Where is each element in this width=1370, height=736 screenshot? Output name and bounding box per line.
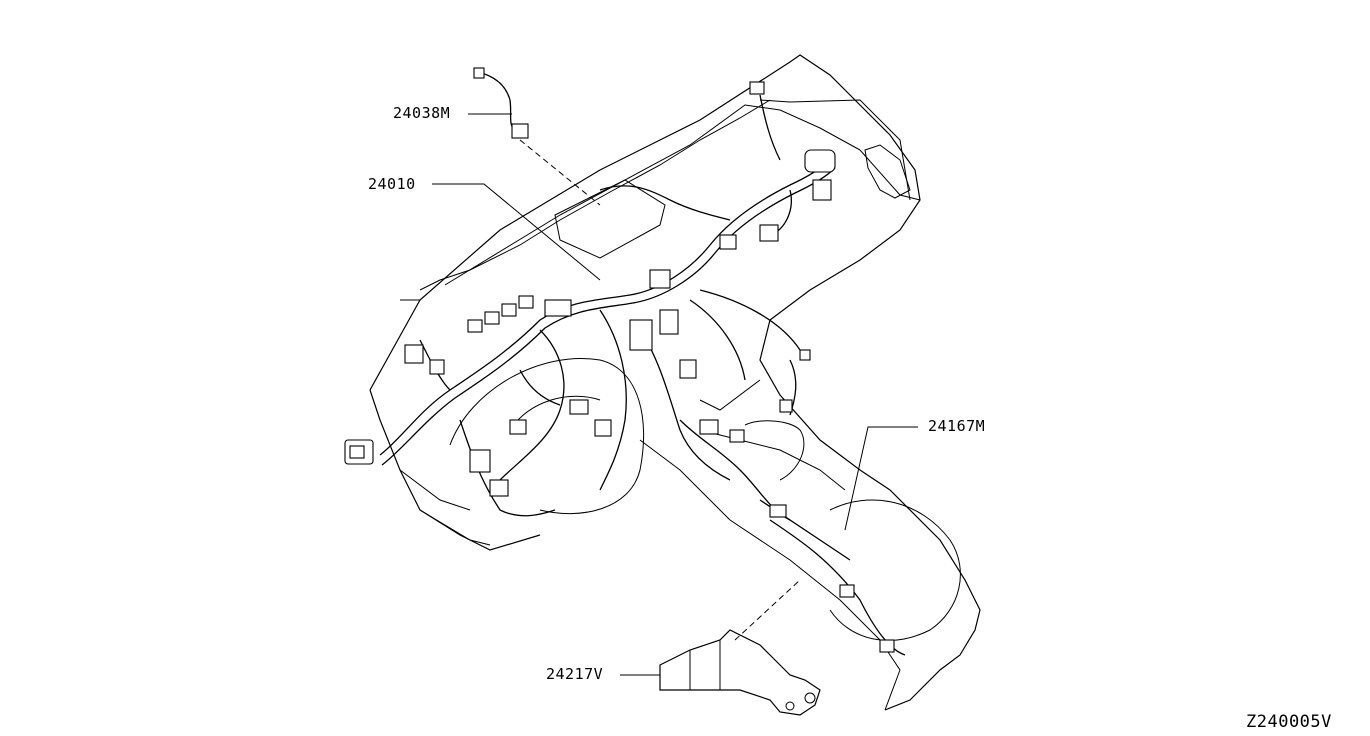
part-label-24038m: 24038M [393,104,451,122]
connectors [344,81,895,653]
part-24217v-bracket [659,579,821,716]
leader-lines [432,113,918,676]
part-label-24217v: 24217V [546,665,604,683]
part-label-24167m: 24167M [928,417,986,435]
part-24038m [473,67,601,206]
part-label-24010: 24010 [368,175,416,193]
diagram-code: Z240005V [1246,712,1332,732]
main-harness-24010 [379,94,906,656]
